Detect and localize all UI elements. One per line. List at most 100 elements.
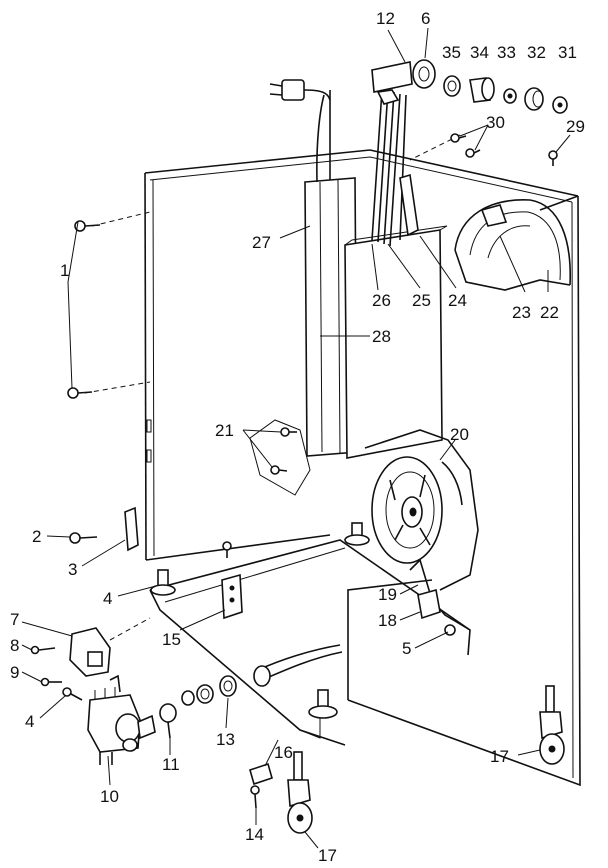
water-valve: [87, 674, 156, 765]
leader-10: [107, 755, 111, 786]
leader-17a: [304, 831, 319, 849]
callout-3: 3: [68, 560, 77, 579]
callout-22: 22: [540, 303, 559, 322]
side-screw-bottom: [67, 387, 93, 399]
callout-7: 7: [10, 610, 19, 629]
callout-11: 11: [162, 755, 180, 774]
leader-7: [21, 621, 73, 637]
leader-16: [264, 739, 279, 767]
callout-35: 35: [442, 43, 461, 62]
callout-14: 14: [245, 825, 264, 844]
callout-18: 18: [378, 611, 397, 630]
callout-17-rear: 17: [490, 747, 509, 766]
callout-8: 8: [10, 636, 19, 655]
callout-33: 33: [497, 43, 516, 62]
leader-3: [81, 539, 126, 567]
part-16-clip: [249, 762, 273, 786]
screw-21b: [270, 465, 288, 475]
leader-1: [67, 221, 79, 389]
foot-rear: [344, 522, 370, 546]
callout-17-front: 17: [318, 846, 337, 865]
callout-2: 2: [32, 527, 41, 546]
leader-25: [387, 243, 421, 289]
leader-20: [439, 439, 456, 461]
leader-23: [499, 235, 526, 293]
callout-5: 5: [402, 639, 411, 658]
callout-16: 16: [274, 743, 293, 762]
screw-9: [40, 677, 62, 687]
leader-5: [414, 631, 449, 649]
callout-26: 26: [372, 291, 391, 310]
foot-front: [308, 689, 338, 719]
screw-14: [250, 785, 260, 809]
foot-left: [150, 569, 176, 596]
leader-29: [555, 134, 571, 153]
callout-27: 27: [252, 233, 271, 252]
callout-1: 1: [60, 261, 69, 280]
screw-leader-top: [91, 211, 151, 227]
part-13-ring: [219, 675, 237, 697]
leader-17b: [517, 749, 541, 756]
leader-4b: [39, 695, 66, 719]
leader-2: [46, 535, 71, 538]
part-34-knob: [469, 77, 495, 103]
drain-hose: [253, 644, 343, 687]
callout-31: 31: [558, 43, 577, 62]
callout-34: 34: [470, 43, 489, 62]
leader-24: [419, 235, 457, 289]
blower-housing: [454, 199, 571, 291]
valve-bracket: [69, 617, 151, 677]
part-33-washer: [503, 88, 517, 104]
cabinet: [144, 149, 581, 787]
leader-27: [279, 225, 311, 239]
leader-6: [424, 27, 429, 59]
caster-front: [287, 751, 313, 834]
screw-leader-bottom: [84, 381, 151, 394]
part-32-cap: [524, 87, 544, 111]
callout-24: 24: [448, 291, 467, 310]
callout-21: 21: [215, 421, 234, 440]
screw-21a: [280, 427, 297, 437]
callout-labels: 1 2 3 4 4 5 6 7 8 9 10 11 12 13 14 15 16…: [10, 9, 585, 865]
callout-4-lower: 4: [25, 712, 34, 731]
screw-4-top: [222, 541, 232, 558]
harness-clip: [399, 173, 419, 237]
callout-23: 23: [512, 303, 531, 322]
leader-18: [399, 611, 421, 621]
mount-bracket-outline: [249, 419, 311, 496]
rear-panel: [344, 225, 448, 459]
callout-9: 9: [10, 663, 19, 682]
leader-12: [387, 29, 406, 63]
part-11-fitting: [159, 703, 177, 739]
leader-19: [399, 584, 419, 595]
screw-2: [69, 532, 98, 544]
screw-29: [548, 150, 558, 166]
drive-pulley: [364, 429, 479, 591]
wire-harness: [371, 89, 407, 247]
screw-30b: [465, 148, 481, 158]
leader-4a: [117, 585, 157, 597]
caster-rear: [539, 685, 565, 765]
idler-switch: [409, 558, 471, 656]
leader-9: [21, 671, 43, 683]
leader-26: [371, 243, 379, 291]
callout-19: 19: [378, 585, 397, 604]
part-35-washer: [443, 75, 461, 97]
callout-20: 20: [450, 425, 469, 444]
inlet-washers: [181, 684, 214, 706]
callout-15: 15: [162, 630, 181, 649]
callout-10: 10: [100, 787, 119, 806]
control-assembly: [371, 59, 436, 105]
power-cord: [269, 79, 331, 101]
leader-13: [225, 697, 229, 729]
screw-30a: [450, 133, 467, 143]
callout-25: 25: [412, 291, 431, 310]
callout-32: 32: [527, 43, 546, 62]
callout-13: 13: [216, 730, 235, 749]
leader-30: [459, 124, 489, 151]
callout-12: 12: [376, 9, 395, 28]
mount-bracket: [221, 573, 243, 620]
callout-30: 30: [486, 113, 505, 132]
leader-15: [179, 609, 226, 631]
callout-28: 28: [372, 327, 391, 346]
